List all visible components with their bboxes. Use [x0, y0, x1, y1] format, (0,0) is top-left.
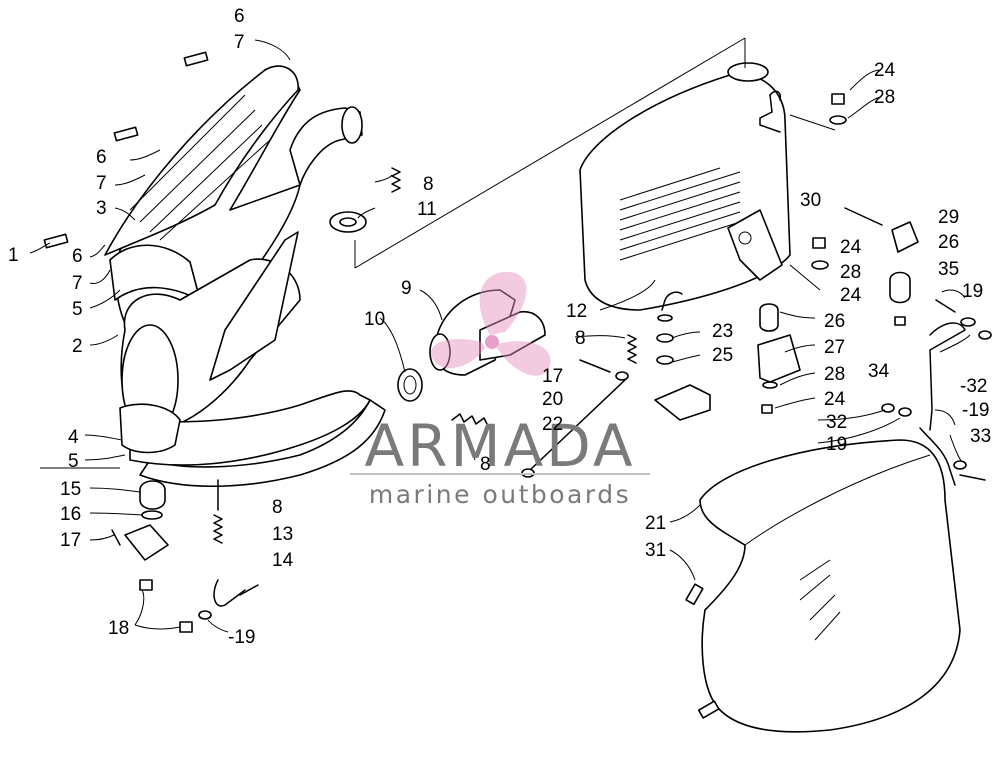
callout-label: 32 [826, 412, 847, 433]
callout-label: 6 [96, 147, 107, 168]
callout-label: 10 [364, 309, 385, 330]
callout-label: 22 [542, 414, 563, 435]
watermark-brand: ARMADA [364, 412, 635, 480]
callout-label: 7 [72, 273, 83, 294]
callout-label: 23 [712, 321, 733, 342]
callout-label: 3 [96, 198, 107, 219]
callout-label: 34 [868, 361, 890, 382]
callout-labels: 6 7 6 7 3 1 6 7 5 2 4 5 15 16 17 18 -19 … [8, 6, 991, 648]
callout-label: 28 [874, 87, 895, 108]
manifold-coupler [397, 289, 546, 427]
callout-label: -19 [962, 400, 989, 421]
callout-label: 17 [542, 366, 563, 387]
callout-label: 7 [234, 32, 245, 53]
callout-label: 8 [480, 454, 491, 475]
callout-label: 17 [60, 530, 81, 551]
callout-label: 12 [566, 301, 587, 322]
callout-label: 31 [645, 540, 666, 561]
callout-label: 4 [68, 427, 79, 448]
engine-cover-shield [685, 439, 961, 733]
muffler-assembly [43, 51, 401, 487]
callout-label: 24 [824, 389, 846, 410]
callout-label: 26 [938, 232, 959, 253]
callout-label: 29 [938, 207, 959, 228]
callout-label: 19 [962, 281, 983, 302]
callout-label: 6 [234, 6, 245, 27]
callout-label: 15 [60, 479, 81, 500]
callout-label: 19 [826, 434, 847, 455]
callout-label: 13 [272, 524, 293, 545]
air-box-assembly [354, 37, 836, 478]
callout-label: -32 [960, 376, 987, 397]
callout-label: 27 [824, 337, 845, 358]
right-hardware [757, 93, 992, 486]
callout-label: 24 [840, 285, 862, 306]
propeller-logo-icon [430, 271, 551, 376]
watermark-tagline: marine outboards [369, 480, 631, 509]
callout-label: 8 [423, 174, 434, 195]
callout-label: 6 [72, 246, 83, 267]
callout-label: 25 [712, 345, 733, 366]
callout-label: -19 [228, 627, 255, 648]
callout-label: 21 [645, 513, 666, 534]
callout-label: 28 [824, 364, 845, 385]
callout-label: 20 [542, 389, 563, 410]
callout-label: 2 [72, 336, 83, 357]
callout-label: 24 [874, 60, 896, 81]
callout-label: 1 [8, 245, 19, 266]
callout-label: 28 [840, 262, 861, 283]
callout-label: 35 [938, 259, 959, 280]
callout-label: 18 [108, 618, 129, 639]
callout-label: 24 [840, 237, 862, 258]
callout-label: 7 [96, 173, 107, 194]
callout-label: 16 [60, 504, 81, 525]
callout-label: 8 [272, 497, 283, 518]
armada-watermark: ARMADA marine outboards [350, 271, 650, 509]
callout-label: 8 [575, 328, 586, 349]
callout-label: 30 [800, 190, 821, 211]
callout-label: 33 [970, 426, 991, 447]
leader-lines [29, 39, 971, 633]
callout-label: 5 [72, 299, 83, 320]
callout-label: 26 [824, 311, 845, 332]
callout-label: 14 [272, 550, 294, 571]
lower-left-hardware [111, 479, 259, 633]
callout-label: 5 [68, 451, 79, 472]
callout-label: 11 [417, 199, 437, 220]
callout-label: 9 [401, 278, 412, 299]
